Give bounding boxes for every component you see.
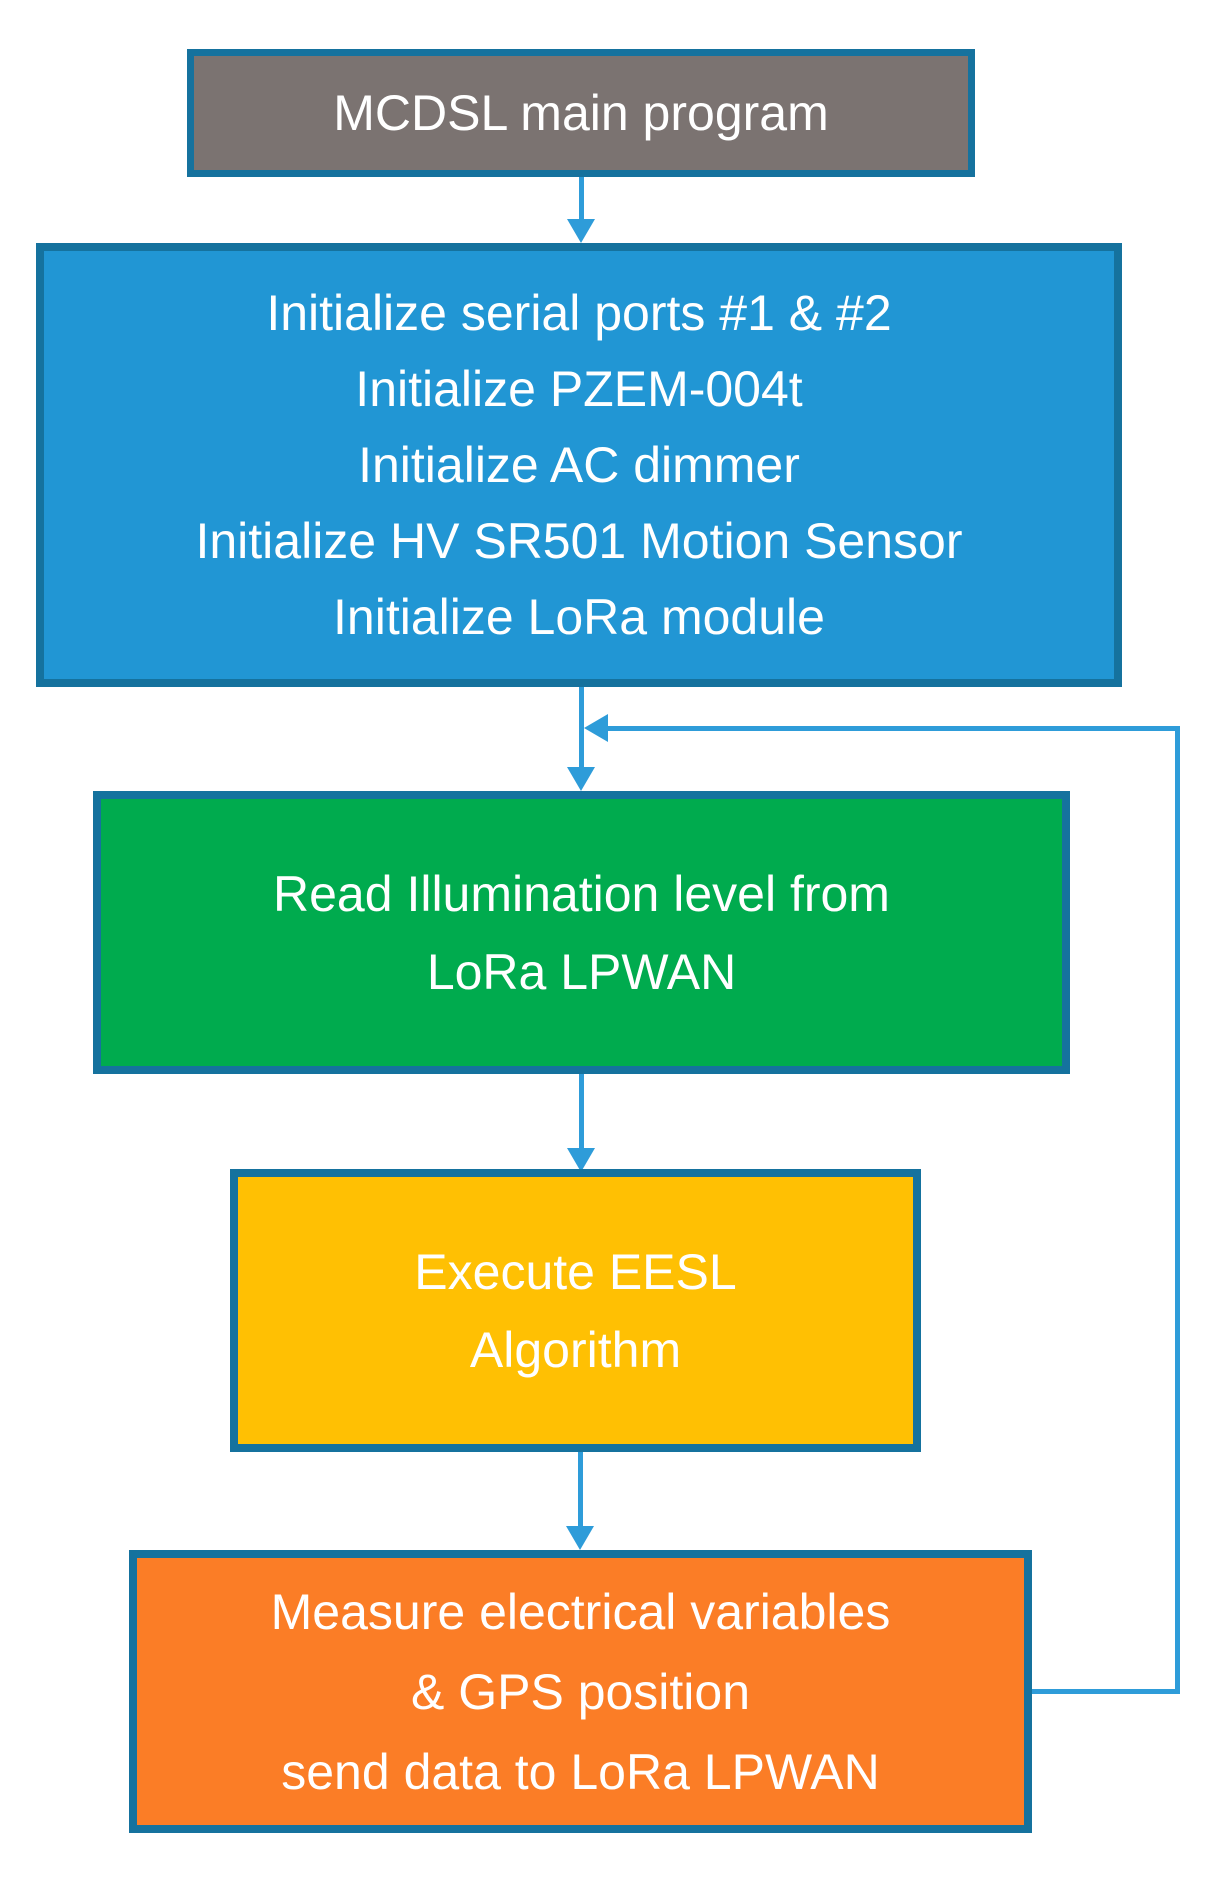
measure-line-3: send data to LoRa LPWAN bbox=[281, 1743, 880, 1800]
arrowhead-left-icon bbox=[584, 714, 608, 742]
measure-line-2: & GPS position bbox=[410, 1663, 751, 1720]
feedback-loop-top-line bbox=[608, 726, 1180, 731]
arrowhead-down-icon bbox=[567, 219, 595, 243]
node-measure-and-send: Measure electrical variables & GPS posit… bbox=[129, 1550, 1032, 1833]
measure-line-1: Measure electrical variables bbox=[270, 1583, 891, 1640]
arrowhead-down-icon bbox=[566, 1526, 594, 1550]
init-line-2: Initialize PZEM-004t bbox=[355, 361, 803, 417]
arrowhead-down-icon bbox=[567, 767, 595, 791]
node-initialize-peripherals: Initialize serial ports #1 & #2 Initiali… bbox=[36, 243, 1122, 687]
execute-line-2: Algorithm bbox=[469, 1321, 682, 1378]
init-line-1: Initialize serial ports #1 & #2 bbox=[266, 285, 892, 341]
feedback-loop-bottom-line bbox=[1032, 1689, 1180, 1694]
node-read-illumination: Read Illumination level from LoRa LPWAN bbox=[93, 791, 1070, 1074]
feedback-loop-vertical-line bbox=[1175, 726, 1180, 1694]
execute-line-1: Execute EESL bbox=[414, 1243, 737, 1300]
connector-execute-to-measure bbox=[578, 1452, 583, 1528]
connector-read-to-execute bbox=[579, 1074, 584, 1150]
init-line-5: Initialize LoRa module bbox=[333, 589, 825, 645]
read-line-2: LoRa LPWAN bbox=[426, 943, 737, 1000]
node-mcdsl-label: MCDSL main program bbox=[333, 85, 829, 141]
node-execute-eesl-algorithm: Execute EESL Algorithm bbox=[230, 1169, 921, 1452]
arrowhead-down-icon bbox=[567, 1148, 595, 1172]
read-line-1: Read Illumination level from bbox=[273, 865, 890, 922]
node-mcdsl-main-program: MCDSL main program bbox=[187, 49, 975, 177]
init-line-3: Initialize AC dimmer bbox=[358, 437, 800, 493]
connector-main-to-init bbox=[579, 177, 584, 223]
init-line-4: Initialize HV SR501 Motion Sensor bbox=[195, 513, 963, 569]
connector-init-to-read bbox=[579, 687, 584, 771]
